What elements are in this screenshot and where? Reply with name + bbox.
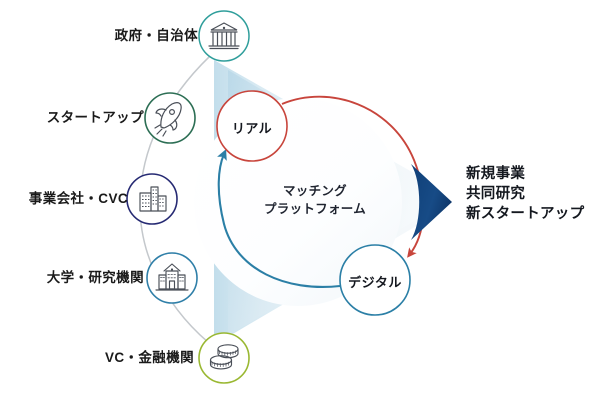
bubble-label-real: リアル: [231, 121, 273, 136]
stakeholder-circle-vc-finance[interactable]: [198, 332, 250, 384]
digital-to-real-arrow: [217, 149, 341, 288]
platform-label-line2: プラットフォーム: [263, 202, 367, 217]
outcome-line-1: 新規事業: [466, 166, 526, 182]
stakeholder-circle-government[interactable]: [198, 10, 250, 62]
stakeholder-label-university: 大学・研究機関: [46, 270, 144, 285]
stakeholder-circle-startup[interactable]: [144, 92, 196, 144]
bubble-label-digital: デジタル: [348, 275, 402, 290]
bubble-circle-real[interactable]: [216, 90, 288, 162]
university-icon: [155, 263, 189, 291]
outcome-line-2: 共同研究: [466, 186, 526, 202]
stakeholder-label-startup: スタートアップ: [46, 110, 144, 125]
rocket-icon: [154, 102, 182, 137]
platform-label: マッチング プラットフォーム: [255, 182, 375, 218]
outcome-label: 新規事業 共同研究 新スタートアップ: [466, 164, 584, 224]
coins-icon: [209, 344, 239, 370]
bubble-circle-digital[interactable]: [339, 244, 411, 316]
stakeholder-circle-university[interactable]: [146, 252, 198, 304]
outcome-arrow-icon: [411, 164, 452, 240]
stakeholder-label-vc-finance: VC・金融機関: [104, 350, 194, 365]
office-buildings-icon: [139, 186, 167, 212]
stakeholder-circle-corporate-cvc[interactable]: [126, 173, 178, 225]
outcome-line-3: 新スタートアップ: [466, 206, 585, 222]
platform-label-line1: マッチング: [282, 184, 347, 198]
bank-icon: [208, 22, 240, 50]
stakeholder-label-corporate-cvc: 事業会社・CVC: [28, 191, 128, 206]
stakeholder-label-government: 政府・自治体: [114, 28, 198, 43]
